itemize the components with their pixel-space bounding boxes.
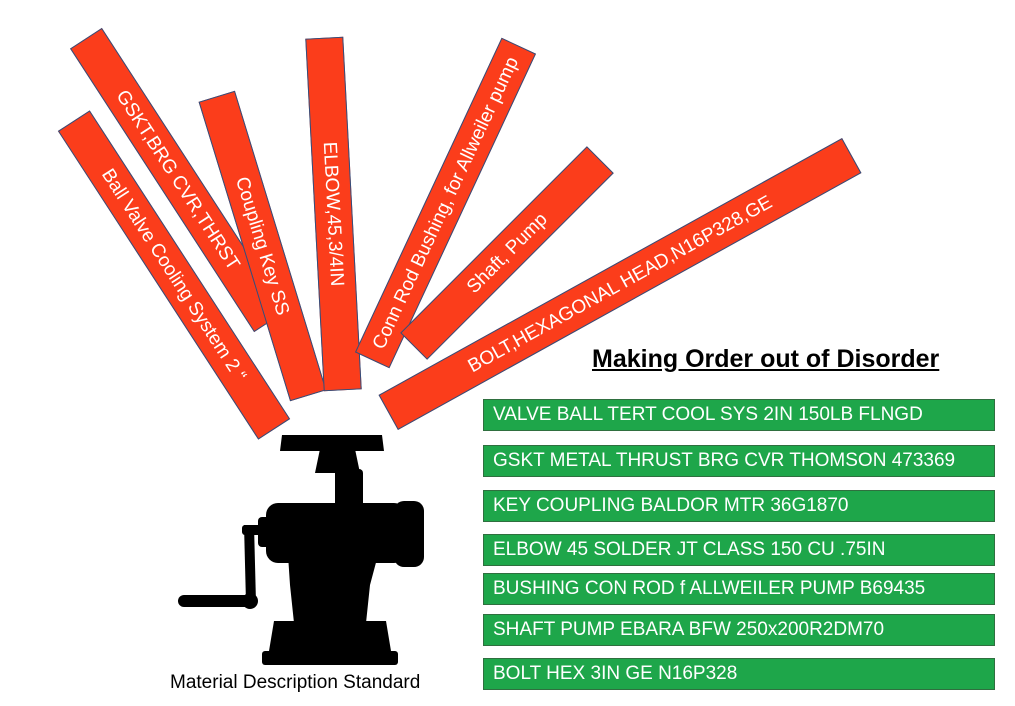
standard-row: ELBOW 45 SOLDER JT CLASS 150 CU .75IN — [483, 534, 995, 566]
standard-row-label: ELBOW 45 SOLDER JT CLASS 150 CU .75IN — [493, 539, 886, 560]
page-title: Making Order out of Disorder — [592, 345, 940, 373]
grinder-body — [178, 435, 424, 665]
standard-row-label: KEY COUPLING BALDOR MTR 36G1870 — [493, 495, 849, 516]
standard-row: BUSHING CON ROD f ALLWEILER PUMP B69435 — [483, 573, 995, 605]
standard-row-label: SHAFT PUMP EBARA BFW 250x200R2DM70 — [493, 619, 885, 640]
standard-row-label: GSKT METAL THRUST BRG CVR THOMSON 473369 — [493, 450, 956, 471]
standard-row-label: BOLT HEX 3IN GE N16P328 — [493, 663, 738, 684]
standard-row-label: BUSHING CON ROD f ALLWEILER PUMP B69435 — [493, 578, 926, 599]
standard-row: GSKT METAL THRUST BRG CVR THOMSON 473369 — [483, 445, 995, 477]
strip-label: Shaft, Pump — [462, 208, 552, 298]
grinder-caption: Material Description Standard — [170, 672, 421, 693]
standard-row: VALVE BALL TERT COOL SYS 2IN 150LB FLNGD — [483, 399, 995, 431]
strip-label: ELBOW,45,3/4IN — [319, 141, 348, 287]
standard-row-label: VALVE BALL TERT COOL SYS 2IN 150LB FLNGD — [493, 404, 923, 425]
red-strip-elbow: ELBOW,45,3/4IN — [305, 36, 362, 392]
meat-grinder-icon — [178, 435, 424, 665]
standard-row: KEY COUPLING BALDOR MTR 36G1870 — [483, 490, 995, 522]
standard-row: BOLT HEX 3IN GE N16P328 — [483, 658, 995, 690]
standard-row: SHAFT PUMP EBARA BFW 250x200R2DM70 — [483, 614, 995, 646]
